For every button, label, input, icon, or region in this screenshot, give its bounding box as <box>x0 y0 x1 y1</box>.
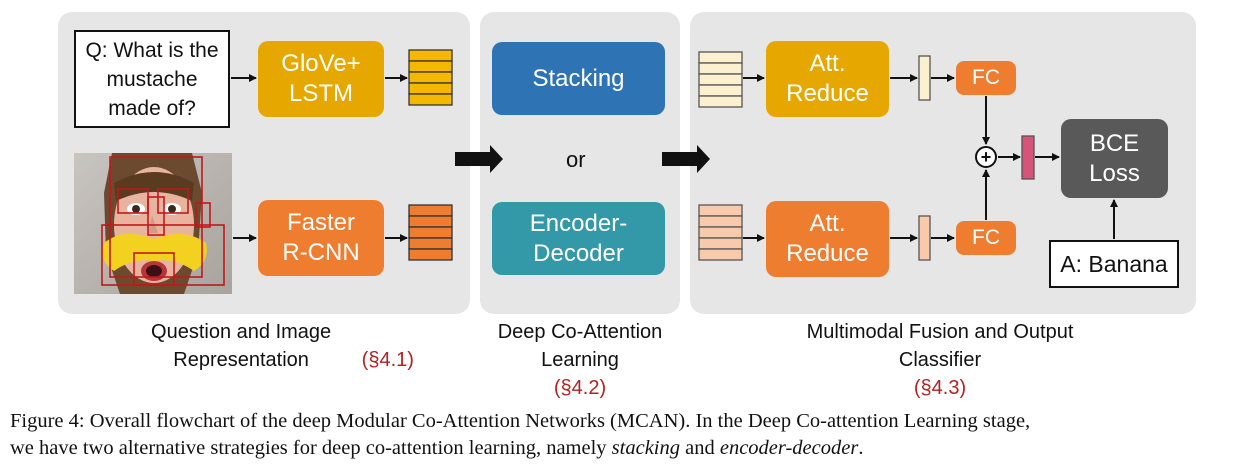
big-arrow-stage2-to-stage3 <box>662 145 710 173</box>
caption-line-2-b: and <box>680 437 720 459</box>
att-reduce-bottom-box: Att. Reduce <box>766 201 889 277</box>
fc-top-box: FC <box>956 61 1016 95</box>
stage1-label-text: Question and Image Representation <box>151 321 332 371</box>
fused-vector <box>1021 135 1035 180</box>
stage2-label-text: Deep Co-Attention Learning <box>497 321 663 371</box>
att-reduce-top-box: Att. Reduce <box>766 41 889 117</box>
stage3-ref: (§4.3) <box>913 377 967 399</box>
question-box: Q: What is the mustache made of? <box>74 30 230 128</box>
fc-bottom-box: FC <box>956 221 1016 255</box>
encoder-decoder-label: Encoder-Decoder <box>529 209 628 267</box>
coattended-image-stack <box>698 204 743 261</box>
faster-rcnn-label: Faster R-CNN <box>282 209 360 266</box>
stage2-ref: (§4.2) <box>553 377 607 399</box>
big-arrow-stage1-to-stage2 <box>455 145 503 173</box>
stage1-ref: (§4.1) <box>361 349 414 371</box>
image-vector <box>918 215 931 261</box>
coattended-question-stack <box>698 51 743 108</box>
or-text: or <box>566 147 586 172</box>
caption-line-2-c: . <box>858 437 864 459</box>
question-vector <box>918 55 931 101</box>
fusion-sum-symbol: + <box>980 147 992 167</box>
question-text: Q: What is the mustache made of? <box>85 38 219 120</box>
caption-encoder-decoder: encoder-decoder <box>719 437 859 459</box>
image-feature-stack <box>408 204 453 261</box>
fusion-sum-icon: + <box>975 146 997 168</box>
glove-lstm-label: GloVe+ LSTM <box>281 50 361 107</box>
answer-text: A: Banana <box>1060 250 1168 277</box>
fc-bottom-label: FC <box>972 226 1000 249</box>
glove-lstm-box: GloVe+ LSTM <box>258 41 384 117</box>
stage2-label: Deep Co-Attention Learning (§4.2) <box>480 318 680 402</box>
stacking-label: Stacking <box>532 64 625 92</box>
answer-box: A: Banana <box>1049 240 1179 288</box>
figure-caption: Figure 4: Overall flowchart of the deep … <box>10 408 1250 462</box>
bce-loss-label: BCE Loss <box>1089 129 1140 187</box>
att-reduce-top-label: Att. Reduce <box>786 50 869 107</box>
fc-top-label: FC <box>972 66 1000 89</box>
stacking-box: Stacking <box>492 42 665 115</box>
stage1-label: Question and Image Representation (§4.1) <box>110 318 430 374</box>
stage3-label: Multimodal Fusion and Output Classifier … <box>770 318 1110 402</box>
question-feature-stack <box>408 49 453 106</box>
caption-line-1: Figure 4: Overall flowchart of the deep … <box>10 410 1031 432</box>
input-image <box>74 153 232 294</box>
caption-line-2: we have two alternative strategies for d… <box>10 435 1250 462</box>
faster-rcnn-box: Faster R-CNN <box>258 200 384 276</box>
encoder-decoder-box: Encoder-Decoder <box>492 202 665 275</box>
caption-line-2-a: we have two alternative strategies for d… <box>10 437 612 459</box>
caption-stacking: stacking <box>611 437 680 459</box>
stage3-label-text: Multimodal Fusion and Output Classifier <box>806 321 1074 371</box>
bce-loss-box: BCE Loss <box>1061 119 1168 198</box>
att-reduce-bottom-label: Att. Reduce <box>786 210 869 267</box>
